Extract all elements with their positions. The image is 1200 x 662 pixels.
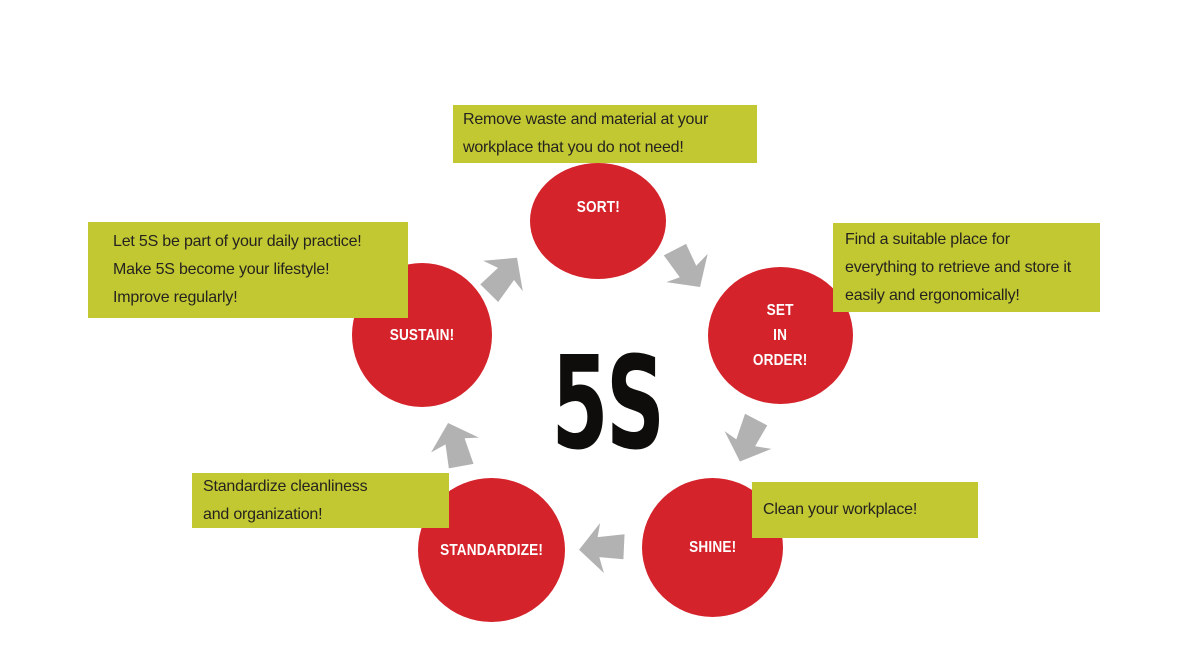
circle-shine-label: SHINE!: [688, 539, 737, 556]
arrow-shine-to-standardize-icon: [579, 523, 625, 573]
circle-sort-label: SORT!: [576, 198, 620, 216]
circle-standardize-label: STANDARDIZE!: [439, 541, 544, 559]
note-shine: Clean your workplace!: [752, 482, 978, 538]
note-set-in-order-line: Find a suitable place for: [845, 230, 1010, 248]
note-set-in-order-line: easily and ergonomically!: [845, 286, 1020, 304]
note-set-in-order: Find a suitable place for everything to …: [833, 223, 1100, 312]
note-shine-line: Clean your workplace!: [763, 501, 918, 518]
note-standardize: Standardize cleanliness and organization…: [192, 473, 449, 528]
circle-set-in-order: SET IN ORDER!: [708, 267, 853, 404]
circle-set-in-order-line: ORDER!: [753, 352, 808, 369]
arrow-set-in-order-to-shine-icon: [724, 413, 772, 462]
circle-set-in-order-line: SET: [767, 302, 794, 319]
arrow-standardize-to-sustain-icon: [431, 423, 479, 469]
circle-sustain-label: SUSTAIN!: [389, 326, 455, 344]
arrow-sustain-to-sort-icon: [480, 257, 523, 302]
note-sustain-line: Improve regularly!: [113, 289, 238, 306]
note-sustain: Let 5S be part of your daily practice! M…: [88, 222, 408, 318]
note-sort-line: workplace that you do not need!: [463, 139, 684, 156]
circle-set-in-order-label: SET IN ORDER!: [753, 298, 808, 373]
note-set-in-order-line: everything to retrieve and store it: [845, 258, 1072, 276]
circle-set-in-order-line: IN: [773, 327, 788, 344]
circle-sort: SORT!: [530, 163, 666, 279]
note-standardize-line: and organization!: [203, 505, 323, 523]
note-sort: Remove waste and material at your workpl…: [453, 105, 757, 163]
center-5s-label: 5S: [551, 329, 665, 479]
note-standardize-line: Standardize cleanliness: [203, 477, 368, 495]
arrow-sort-to-set-in-order-icon: [663, 243, 708, 287]
note-sustain-line: Let 5S be part of your daily practice!: [113, 233, 362, 250]
circle-sustain: SUSTAIN!: [352, 263, 492, 407]
note-sort-line: Remove waste and material at your: [463, 111, 709, 128]
note-sustain-line: Make 5S become your lifestyle!: [113, 261, 330, 278]
